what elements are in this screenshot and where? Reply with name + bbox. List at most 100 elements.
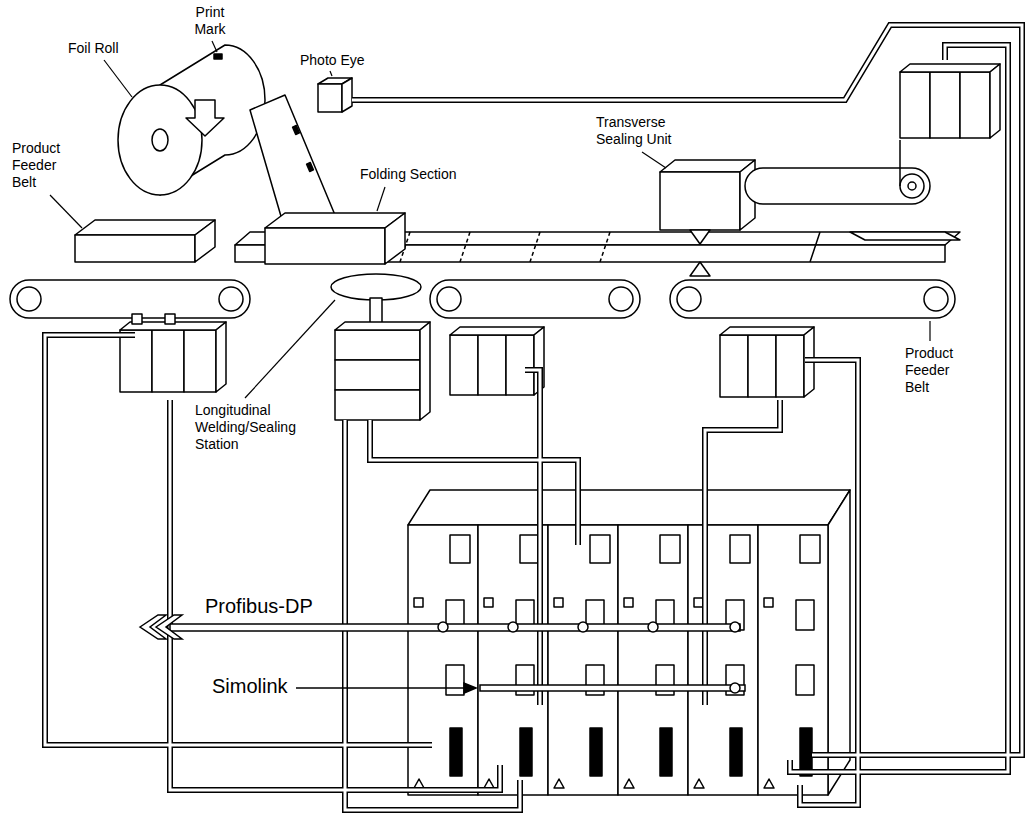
leader-line <box>50 195 82 228</box>
drive-module-detail <box>520 728 532 776</box>
simolink-line <box>464 683 476 693</box>
servo-motor <box>335 322 430 330</box>
servo-motor <box>120 314 226 392</box>
motor-cable-core <box>352 25 1022 755</box>
belt-roller <box>609 287 633 311</box>
feeder-belt <box>430 280 640 318</box>
roll-arrow <box>186 100 224 136</box>
drive-cabinet <box>408 490 850 795</box>
package-cut <box>810 232 820 262</box>
drive-cabinet <box>688 525 758 795</box>
drive-cabinet <box>618 525 688 795</box>
motor-cable <box>800 360 858 805</box>
servo-motor <box>900 64 1000 186</box>
motor-cable-core <box>45 25 1022 810</box>
bus-label: Profibus-DP <box>205 594 365 618</box>
leader-line <box>642 152 666 168</box>
servo-motor <box>930 72 960 138</box>
foil-strip <box>250 95 335 230</box>
profibus-line <box>578 622 588 632</box>
servo-motor <box>335 360 420 390</box>
belt-roller <box>924 287 948 311</box>
belt-roller <box>677 287 701 311</box>
folding-section <box>385 213 405 264</box>
drive-cabinet <box>408 490 850 525</box>
motor-cable-core <box>800 360 858 805</box>
part-label: Foil Roll <box>68 40 158 57</box>
transverse-sealing-unit <box>660 172 740 230</box>
sealing-jaw <box>690 230 710 244</box>
drive-module-detail <box>414 598 423 607</box>
simolink-line <box>296 687 466 689</box>
machine <box>600 232 610 262</box>
motor-cable <box>370 420 578 545</box>
drive-module-detail <box>554 598 563 607</box>
drive-module-detail <box>764 779 774 788</box>
motor-cable-core <box>45 335 432 745</box>
part-label: Photo Eye <box>300 52 390 69</box>
motor-cable <box>345 420 520 810</box>
foil-roll <box>118 85 202 195</box>
servo-motor <box>900 72 930 138</box>
motor-cable-core <box>790 45 1008 772</box>
print-mark <box>307 163 314 172</box>
part-label: Product Feeder Belt <box>905 345 967 395</box>
servo-motor <box>899 140 901 186</box>
servo-motor <box>450 327 544 335</box>
drive-module-detail <box>694 598 703 607</box>
motor-cable <box>352 25 1022 755</box>
servo-motor <box>335 330 420 360</box>
drive-module-detail <box>414 535 820 788</box>
profibus-line <box>140 615 740 639</box>
motor-cable <box>45 335 432 745</box>
belt-roller <box>17 287 41 311</box>
print-mark <box>293 126 300 135</box>
leader-line <box>50 41 930 398</box>
drive-module-detail <box>660 535 680 563</box>
servo-motor <box>335 390 420 420</box>
servo-motor <box>776 335 804 397</box>
motor-cable <box>525 370 540 705</box>
drive-module-detail <box>590 535 610 563</box>
servo-motor <box>900 64 1000 72</box>
profibus-line <box>156 615 182 639</box>
profibus-line <box>730 622 740 632</box>
drive-module-detail <box>796 665 814 695</box>
servo-motor <box>960 72 990 138</box>
drive-module-detail <box>730 728 742 776</box>
drive-module-detail <box>414 779 424 788</box>
machine <box>460 232 470 262</box>
simolink-line <box>480 685 745 691</box>
drive-roller <box>908 182 916 190</box>
motor-cable <box>705 400 780 705</box>
drive-module-detail <box>446 665 464 695</box>
servo-motor <box>990 64 1000 138</box>
profibus-line <box>438 622 448 632</box>
motor-cable-core <box>525 370 540 705</box>
machine <box>400 232 610 262</box>
feeder-belt <box>670 280 955 318</box>
drive-cabinet <box>408 525 478 795</box>
drive-cabinet <box>548 525 618 795</box>
simolink-line <box>296 683 745 693</box>
leader-line <box>104 60 132 97</box>
part-label: Print Mark <box>183 4 237 38</box>
drive-roller <box>900 174 924 198</box>
profibus-line <box>648 622 658 632</box>
drive-module-detail <box>694 779 704 788</box>
servo-motor <box>748 335 776 397</box>
drive-module-detail <box>554 779 564 788</box>
photo-eye <box>342 78 352 112</box>
part-label: Product Feeder Belt <box>12 140 74 190</box>
machine <box>10 45 1000 795</box>
leader-line <box>212 41 217 52</box>
product <box>75 220 215 235</box>
drive-module-detail <box>624 779 634 788</box>
servo-motor <box>478 335 506 395</box>
motor-cable <box>790 45 1008 772</box>
leader-line <box>929 321 930 341</box>
part-label: Transverse Sealing Unit <box>596 114 696 148</box>
servo-motor <box>450 335 478 395</box>
